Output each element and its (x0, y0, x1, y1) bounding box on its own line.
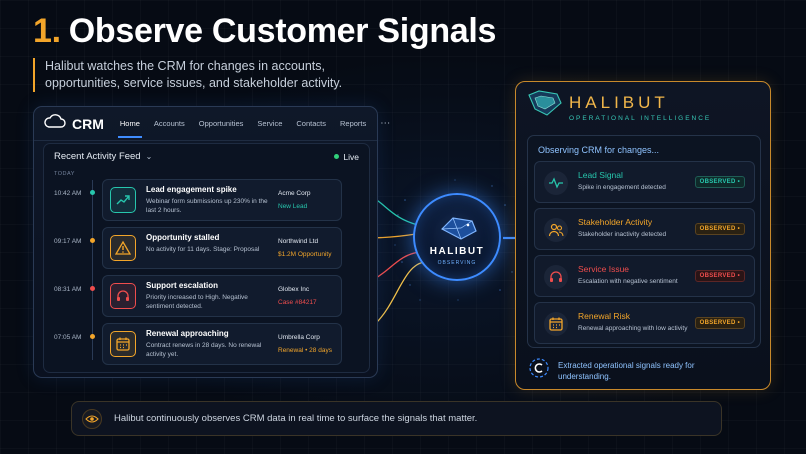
feed-row: 07:05 AM Renewal approaching Contract re… (44, 323, 371, 365)
feed-row: 10:42 AM Lead engagement spike Webinar f… (44, 179, 371, 221)
halibut-node: HALIBUT OBSERVING (413, 193, 501, 281)
nav-service[interactable]: Service (257, 119, 283, 128)
timeline-line (92, 180, 93, 360)
live-label: Live (343, 151, 359, 162)
observing-title: Observing CRM for changes... (538, 145, 660, 155)
card-company: Umbrella Corp (278, 334, 320, 341)
extract-text: Extracted operational signals ready for … (558, 360, 695, 381)
people-icon (544, 218, 568, 242)
activity-card[interactable]: Support escalation Priority increased to… (102, 275, 342, 317)
more-menu-icon[interactable]: ⋯ (380, 118, 391, 129)
activity-card[interactable]: Opportunity stalled No activity for 11 d… (102, 227, 342, 269)
brand-name: HALIBUT (569, 93, 669, 112)
signal-description: Stakeholder inactivity detected (578, 231, 667, 238)
observed-badge: OBSERVED • (694, 176, 745, 188)
feed-header: Recent Activity Feed ⌄ Live (44, 144, 369, 169)
card-tag: Case #84217 (278, 299, 317, 306)
timeline-dot (90, 238, 95, 243)
observing-box: Observing CRM for changes... Lead Signal… (527, 135, 761, 348)
card-company: Northwind Ltd (278, 238, 319, 245)
timeline-dot (90, 190, 95, 195)
signal-card[interactable]: Stakeholder Activity Stakeholder inactiv… (534, 208, 755, 250)
nav-opportunities[interactable]: Opportunities (198, 119, 244, 128)
step-number: 1. (33, 12, 61, 50)
spinner-icon (528, 357, 550, 384)
feed-title[interactable]: Recent Activity Feed (54, 151, 141, 162)
signal-card[interactable]: Lead Signal Spike in engagement detected… (534, 161, 755, 203)
crm-logo[interactable]: CRM (44, 114, 104, 133)
card-description: Webinar form submissions up 230% in the … (146, 198, 268, 214)
signal-description: Renewal approaching with low activity (578, 325, 688, 332)
trend-up-icon (110, 187, 136, 213)
live-dot-icon (334, 154, 340, 159)
halibut-panel: HALIBUT OPERATIONAL INTELLIGENCE Observi… (515, 81, 771, 390)
card-tag: New Lead (278, 203, 308, 210)
card-title: Renewal approaching (146, 329, 229, 338)
row-time: 09:17 AM (54, 238, 82, 245)
card-title: Support escalation (146, 281, 219, 290)
card-company: Acme Corp (278, 190, 311, 197)
signal-card[interactable]: Service Issue Escalation with negative s… (534, 255, 755, 297)
calendar-icon (544, 312, 568, 336)
signal-title: Lead Signal (578, 170, 623, 180)
headset-icon (544, 265, 568, 289)
today-label: TODAY (54, 171, 75, 177)
halibut-logo-icon (527, 89, 563, 124)
observed-badge: OBSERVED • (694, 317, 745, 329)
crm-window: CRM Home Accounts Opportunities Service … (33, 106, 390, 378)
card-description: Priority increased to High. Negative sen… (146, 294, 248, 310)
card-tag: $1.2M Opportunity (278, 251, 332, 258)
timeline-dot (90, 334, 95, 339)
crm-logo-text: CRM (72, 115, 104, 132)
row-time: 07:05 AM (54, 334, 82, 341)
subtitle: Halibut watches the CRM for changes in a… (33, 58, 403, 92)
footer-banner: Halibut continuously observes CRM data i… (71, 401, 722, 436)
title-text: Observe Customer Signals (68, 12, 497, 50)
signal-card[interactable]: Renewal Risk Renewal approaching with lo… (534, 302, 755, 344)
card-description: Contract renews in 28 days. No renewal a… (146, 342, 262, 358)
card-tag: Renewal • 28 days (278, 347, 332, 354)
signal-title: Service Issue (578, 264, 630, 274)
activity-card[interactable]: Renewal approaching Contract renews in 2… (102, 323, 342, 365)
nav-accounts[interactable]: Accounts (153, 119, 185, 128)
live-indicator: Live (334, 152, 359, 162)
halibut-fish-icon (439, 213, 479, 248)
chevron-down-icon[interactable]: ⌄ (145, 152, 153, 161)
feed-row: 09:17 AM Opportunity stalled No activity… (44, 227, 371, 269)
extract-status: Extracted operational signals ready for … (528, 357, 708, 384)
brand-tagline: OPERATIONAL INTELLIGENCE (569, 115, 712, 122)
footer-text: Halibut continuously observes CRM data i… (114, 413, 478, 424)
nav-reports[interactable]: Reports (340, 119, 367, 128)
card-title: Lead engagement spike (146, 185, 237, 194)
headset-icon (110, 283, 136, 309)
feed-row: 08:31 AM Support escalation Priority inc… (44, 275, 371, 317)
calendar-icon (110, 331, 136, 357)
activity-feed: Recent Activity Feed ⌄ Live TODAY 10:42 … (43, 143, 370, 373)
signal-description: Spike in engagement detected (578, 184, 666, 191)
activity-card[interactable]: Lead engagement spike Webinar form submi… (102, 179, 342, 221)
pulse-icon (544, 171, 568, 195)
crm-navbar: CRM Home Accounts Opportunities Service … (34, 107, 390, 141)
node-status: OBSERVING (437, 260, 477, 266)
row-time: 10:42 AM (54, 190, 82, 197)
warning-icon (110, 235, 136, 261)
row-time: 08:31 AM (54, 286, 82, 293)
signal-description: Escalation with negative sentiment (578, 278, 678, 285)
observed-badge: OBSERVED • (694, 223, 745, 235)
timeline-dot (90, 286, 95, 291)
card-description: No activity for 11 days. Stage: Proposal (146, 246, 260, 253)
card-title: Opportunity stalled (146, 233, 220, 242)
signal-title: Renewal Risk (578, 311, 630, 321)
signal-title: Stakeholder Activity (578, 217, 653, 227)
eye-icon (82, 408, 102, 429)
cloud-icon (44, 114, 66, 133)
observed-badge: OBSERVED • (694, 270, 745, 282)
nav-home[interactable]: Home (117, 107, 142, 140)
page-title: 1.Observe Customer Signals (33, 12, 496, 51)
card-company: Globex Inc (278, 286, 310, 293)
nav-contacts[interactable]: Contacts (296, 119, 326, 128)
node-name: HALIBUT (429, 246, 485, 257)
